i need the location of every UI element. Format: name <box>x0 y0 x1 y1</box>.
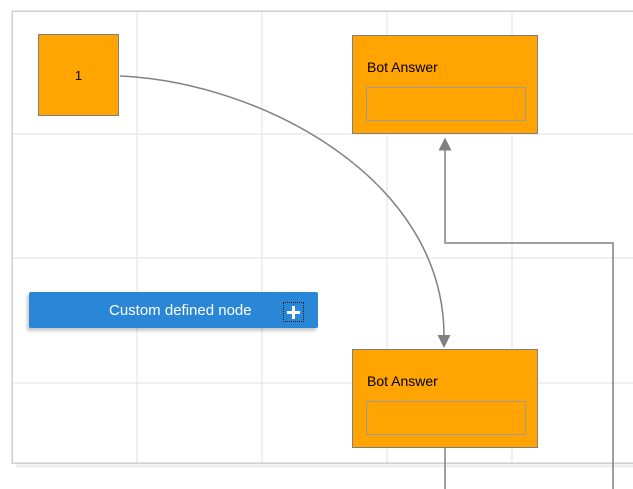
connector-orthogonal[interactable] <box>438 137 614 489</box>
plus-icon-bar-vertical <box>292 306 295 319</box>
plus-icon[interactable] <box>283 302 304 322</box>
bot-answer-top-title: Bot Answer <box>367 59 438 75</box>
node-bot-answer-top[interactable]: Bot Answer <box>352 35 538 134</box>
arrowhead-up-icon <box>438 137 452 151</box>
node-1[interactable]: 1 <box>38 34 119 116</box>
arrowhead-down-icon <box>437 335 451 348</box>
connector-curved[interactable] <box>119 75 451 348</box>
node-bot-answer-bottom[interactable]: Bot Answer <box>352 349 538 448</box>
custom-defined-node-button[interactable]: Custom defined node <box>29 292 318 328</box>
connector-orthogonal-line[interactable] <box>444 150 614 489</box>
grid <box>11 10 633 468</box>
node-1-label: 1 <box>74 67 83 83</box>
bot-answer-top-input[interactable] <box>366 87 526 121</box>
page-border <box>11 10 633 464</box>
custom-node-label: Custom defined node <box>109 301 252 319</box>
grid-lines <box>12 11 633 463</box>
bot-answer-bottom-input[interactable] <box>366 401 526 435</box>
bot-answer-bottom-title: Bot Answer <box>367 373 438 389</box>
connector-curved-line[interactable] <box>119 75 445 337</box>
